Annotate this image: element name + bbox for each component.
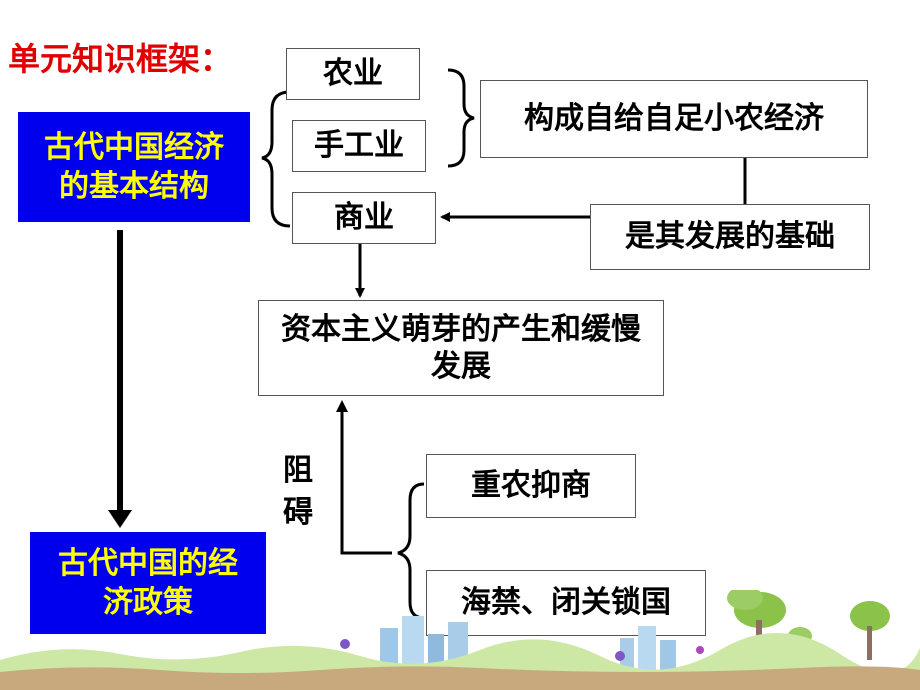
capitalism-label: 资本主义萌芽的产生和缓慢发展 (281, 311, 641, 385)
foundation-label: 是其发展的基础 (625, 219, 835, 255)
flower-4 (615, 651, 625, 661)
flower-1 (340, 639, 350, 649)
agriculture-box: 农业 (286, 48, 420, 100)
tree-crown-2 (727, 590, 763, 610)
physiocracy-label: 重农抑商 (471, 468, 591, 504)
obstruct-char-2: 碍 (283, 495, 313, 530)
economic-policy-box: 古代中国的经济政策 (30, 532, 266, 634)
ground-strip (0, 666, 920, 690)
small-peasant-economy-box: 构成自给自足小农经济 (480, 80, 868, 158)
handicraft-label: 手工业 (314, 128, 404, 164)
page-title: 单元知识框架： (8, 40, 233, 78)
foundation-box: 是其发展的基础 (590, 204, 870, 270)
seaban-label: 海禁、闭关锁国 (461, 585, 671, 621)
arrow-obstruct (340, 410, 392, 555)
policy-brace (397, 482, 425, 620)
left-brace (261, 90, 291, 228)
commerce-label: 商业 (334, 200, 394, 236)
decorative-landscape (0, 590, 920, 690)
seaban-box: 海禁、闭关锁国 (426, 570, 706, 636)
city-building-2 (402, 616, 424, 678)
tree-trunk-2 (867, 626, 872, 660)
physiocracy-box: 重农抑商 (426, 454, 636, 518)
economic-policy-label: 古代中国的经济政策 (58, 546, 238, 620)
arrowhead-obstruct (336, 400, 348, 412)
basic-structure-box: 古代中国经济的基本结构 (18, 112, 250, 222)
city-building-6 (638, 626, 656, 678)
handicraft-box: 手工业 (292, 120, 426, 172)
small-peasant-economy-label: 构成自给自足小农经济 (524, 101, 824, 137)
commerce-box: 商业 (292, 192, 436, 244)
obstruct-char-1: 阻 (283, 453, 313, 488)
agriculture-label: 农业 (323, 56, 383, 92)
capitalism-box: 资本主义萌芽的产生和缓慢发展 (258, 300, 664, 396)
flower-5 (696, 646, 704, 654)
tree-crown-3 (850, 601, 890, 631)
right-brace (447, 68, 475, 168)
obstruct-label: 阻 碍 (278, 450, 318, 534)
basic-structure-label: 古代中国经济的基本结构 (44, 130, 224, 204)
arrowhead-structure-to-policy (108, 510, 132, 528)
